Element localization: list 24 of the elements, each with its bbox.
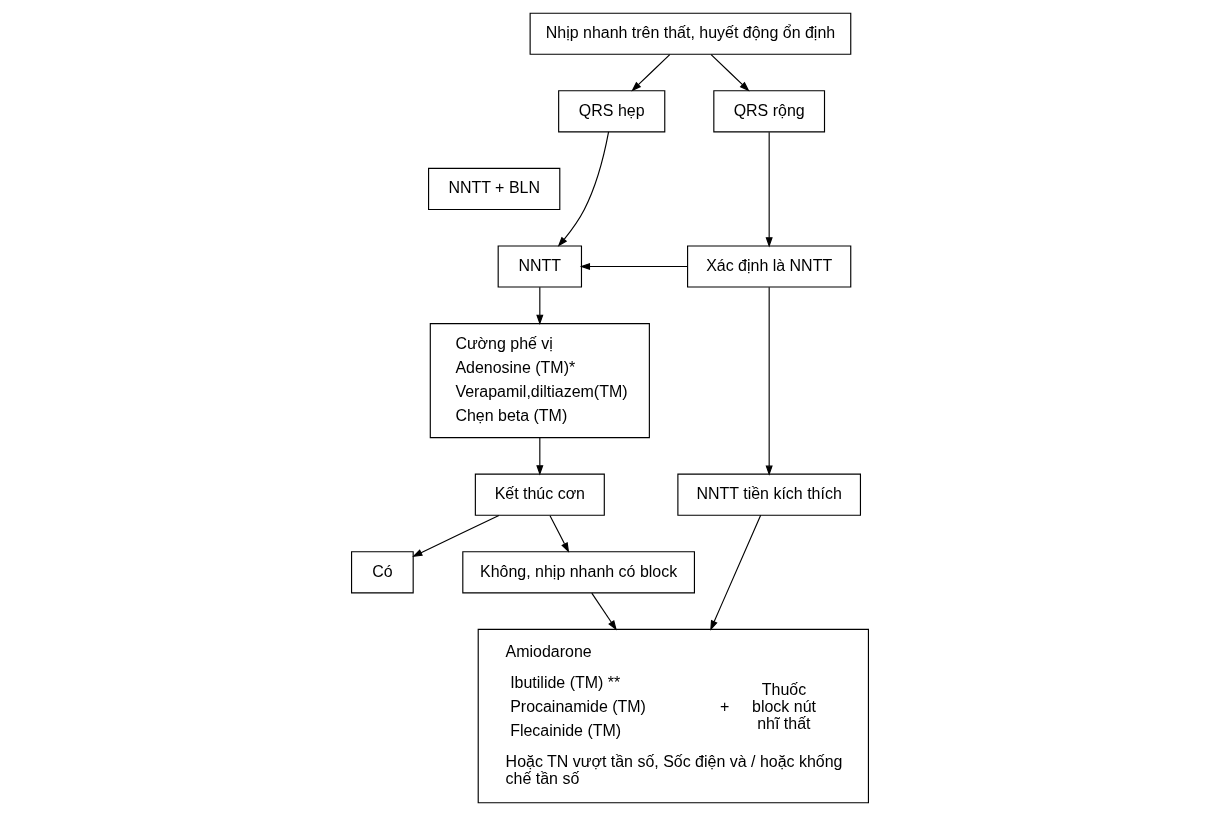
node-box: QRS hẹp [558, 90, 666, 133]
node-box: Amiodarone Ibutilide (TM) ** Procainamide (TM) Flecainide (TM) + Thuốc block nút nhĩ thất Hoặc TN vượt tần số, Sốc điện và / hoặc khống chế tần số [477, 628, 869, 804]
arrow [765, 286, 773, 476]
arrow [765, 131, 773, 248]
node-box: NNTT tiền kích thích [677, 473, 862, 516]
arrow [591, 592, 617, 631]
node-box: Không, nhịp nhanh có block [462, 551, 695, 594]
arrow [710, 54, 750, 92]
arrow [412, 514, 500, 557]
node-box: Kết thúc cơn [474, 473, 605, 516]
arrow [536, 286, 544, 325]
arrow [710, 514, 762, 631]
node-box: Có [351, 551, 414, 594]
node-box: Nhịp nhanh trên thất, huyết động ổn định [529, 12, 852, 55]
node-box: QRS rộng [713, 90, 826, 133]
node-box: Xác định là NNTT [687, 245, 852, 288]
arrow [557, 131, 610, 247]
node-box: NNTT + BLN [428, 167, 561, 211]
node-box: Cường phế vị Adenosine (TM)* Verapamil,diltiazem(TM) Chẹn beta (TM) [429, 323, 650, 439]
node-box: NNTT [497, 245, 583, 288]
arrow [631, 54, 671, 92]
arrow [536, 437, 544, 476]
arrow [549, 515, 570, 553]
arrow [579, 262, 688, 271]
